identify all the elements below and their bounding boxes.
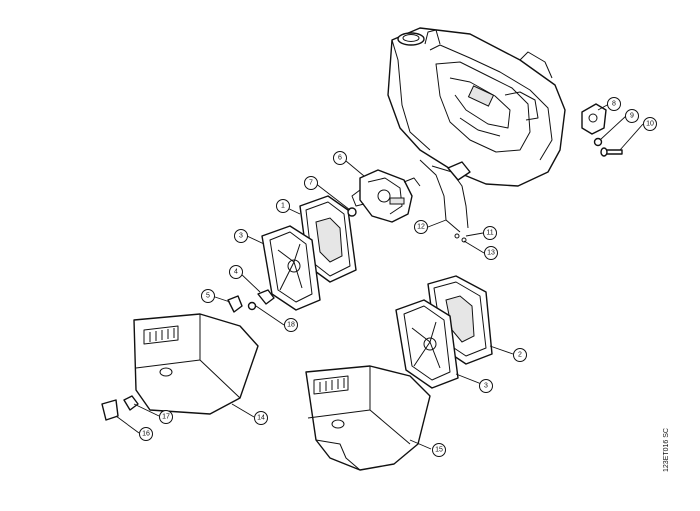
tank-housing — [387, 27, 566, 187]
callout-15[interactable]: 15 — [432, 443, 446, 457]
callout-12[interactable]: 12 — [414, 220, 428, 234]
callout-18[interactable]: 18 — [284, 318, 298, 332]
callout-number: 15 — [435, 447, 443, 454]
callout-circle — [254, 411, 268, 425]
callout-circle — [479, 379, 493, 393]
callout-circle — [276, 199, 290, 213]
callout-number: 2 — [518, 352, 522, 359]
callout-number: 13 — [487, 250, 495, 257]
callout-number: 4 — [234, 269, 238, 276]
callout-circle — [304, 176, 318, 190]
callout-circle — [643, 117, 657, 131]
leader-lines — [115, 103, 644, 450]
callout-number: 9 — [630, 113, 634, 120]
callout-9[interactable]: 9 — [625, 109, 639, 123]
callout-number: 18 — [287, 322, 295, 329]
callout-number: 14 — [257, 415, 265, 422]
callout-number: 3 — [484, 383, 488, 390]
throttle-linkage — [419, 159, 471, 243]
callout-16[interactable]: 16 — [139, 427, 153, 441]
side-bracket — [581, 103, 623, 157]
callout-circle — [607, 97, 621, 111]
callout-number: 3 — [239, 233, 243, 240]
upper-filter-assembly — [261, 195, 357, 311]
callout-circle — [229, 265, 243, 279]
callout-17[interactable]: 17 — [159, 410, 173, 424]
callout-number: 11 — [486, 230, 493, 237]
callout-circle — [625, 109, 639, 123]
callout-circle — [333, 151, 347, 165]
callout-10[interactable]: 10 — [643, 117, 657, 131]
callout-number: 8 — [612, 101, 616, 108]
callout-circle — [201, 289, 215, 303]
lower-cover — [305, 365, 431, 471]
callout-3-lower[interactable]: 3 — [479, 379, 493, 393]
callout-7[interactable]: 7 — [304, 176, 318, 190]
callout-4[interactable]: 4 — [229, 265, 243, 279]
callout-circle — [414, 220, 428, 234]
callout-13[interactable]: 13 — [484, 246, 498, 260]
callout-number: 12 — [417, 224, 425, 231]
callout-11[interactable]: 11 — [483, 226, 497, 240]
callout-circle — [234, 229, 248, 243]
callout-circle — [484, 246, 498, 260]
callout-5[interactable]: 5 — [201, 289, 215, 303]
callout-number: 17 — [162, 414, 170, 421]
callout-number: 16 — [142, 431, 150, 438]
reference-code: 123ET016 SC — [663, 428, 670, 472]
callout-number: 10 — [646, 121, 654, 128]
callout-3-upper[interactable]: 3 — [234, 229, 248, 243]
callout-8[interactable]: 8 — [607, 97, 621, 111]
callout-circle — [513, 348, 527, 362]
callout-14[interactable]: 14 — [254, 411, 268, 425]
callout-number: 1 — [281, 203, 285, 210]
callout-circle — [483, 226, 497, 240]
callout-circle — [159, 410, 173, 424]
upper-cover — [133, 313, 259, 415]
callout-number: 7 — [309, 180, 313, 187]
carburetor — [351, 169, 421, 223]
callout-1[interactable]: 1 — [276, 199, 290, 213]
callout-number: 5 — [206, 293, 210, 300]
callout-circle — [139, 427, 153, 441]
callout-2[interactable]: 2 — [513, 348, 527, 362]
small-parts — [101, 207, 357, 421]
callout-number: 6 — [338, 155, 342, 162]
callout-circle — [284, 318, 298, 332]
lower-filter-assembly — [395, 275, 493, 389]
callout-circle — [432, 443, 446, 457]
callout-6[interactable]: 6 — [333, 151, 347, 165]
